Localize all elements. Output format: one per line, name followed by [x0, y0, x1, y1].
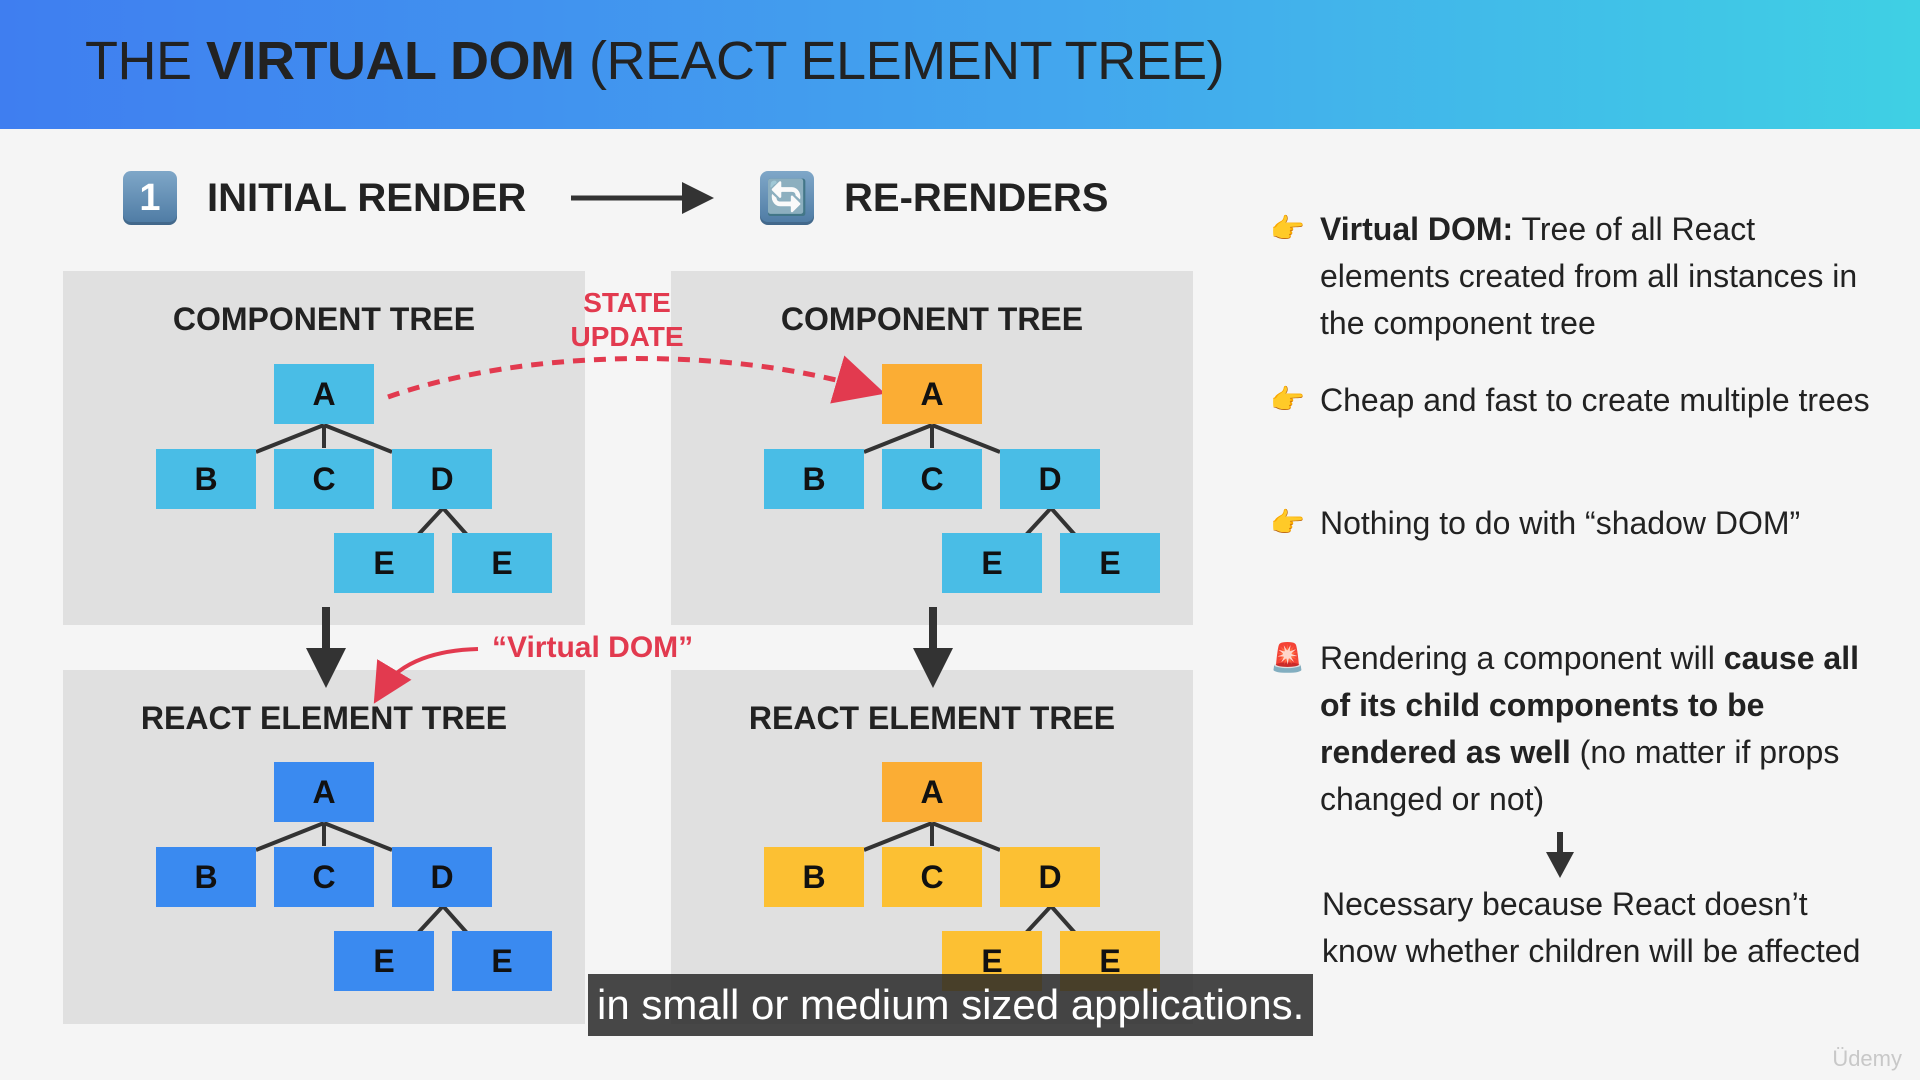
tree-edges-initial-component: [255, 423, 469, 537]
bullet-text: Cheap and fast to create multiple trees: [1320, 382, 1870, 418]
step-initial-render: 1 INITIAL RENDER: [123, 168, 526, 228]
tree-edges-initial-element: [255, 821, 469, 935]
state-update-label: STATE UPDATE: [562, 286, 692, 354]
node-b: B: [764, 449, 864, 509]
bullet-bold: Virtual DOM:: [1320, 211, 1514, 247]
bullet-pre: Rendering a component will: [1320, 640, 1724, 676]
step-initial-label: INITIAL RENDER: [207, 175, 527, 220]
node-d: D: [392, 449, 492, 509]
title-bold: VIRTUAL DOM: [206, 31, 575, 91]
panel-title: COMPONENT TREE: [780, 301, 1084, 337]
node-a: A: [274, 762, 374, 822]
arrow-right-icon: [571, 182, 714, 214]
title-prefix: THE: [85, 31, 207, 91]
node-d: D: [392, 847, 492, 907]
node-a: A: [274, 364, 374, 424]
node-c: C: [274, 449, 374, 509]
state-update-line2: UPDATE: [570, 321, 684, 352]
header-banner: THE VIRTUAL DOM (REACT ELEMENT TREE): [0, 0, 1920, 129]
bullet-cheap-fast: 👉 Cheap and fast to create multiple tree…: [1270, 377, 1880, 424]
refresh-arrows-icon: 🔄: [760, 171, 814, 225]
bullet-rendering-children: 🚨 Rendering a component will cause all o…: [1270, 635, 1880, 823]
node-d: D: [1000, 847, 1100, 907]
step-re-renders: 🔄 RE-RENDERS: [760, 168, 1108, 228]
bullet-text: Nothing to do with “shadow DOM”: [1320, 505, 1801, 541]
pointing-hand-icon: 👉: [1270, 213, 1305, 244]
bullet-bold: cause all of its child components to be …: [1320, 640, 1859, 770]
node-a: A: [882, 364, 982, 424]
node-e: E: [452, 931, 552, 991]
node-e: E: [1060, 533, 1160, 593]
node-b: B: [764, 847, 864, 907]
tree-edges-rerender-element: [863, 821, 1077, 935]
node-a: A: [882, 762, 982, 822]
node-e: E: [942, 533, 1042, 593]
step-rerender-label: RE-RENDERS: [844, 175, 1109, 220]
arrow-down-icon: [913, 607, 953, 688]
node-c: C: [882, 847, 982, 907]
node-c: C: [882, 449, 982, 509]
panel-title: REACT ELEMENT TREE: [748, 700, 1116, 736]
pointing-hand-icon: 👉: [1270, 384, 1305, 415]
video-caption: in small or medium sized applications.: [588, 974, 1314, 1036]
node-e: E: [452, 533, 552, 593]
arrow-down-icon: [1546, 832, 1574, 878]
pointing-hand-icon: 👉: [1270, 507, 1305, 538]
virtual-dom-label: “Virtual DOM”: [492, 631, 694, 664]
bullet-body: Tree of all React elements created from …: [1320, 211, 1858, 341]
panel-title: REACT ELEMENT TREE: [140, 700, 508, 736]
virtual-dom-pointer-arrow: [373, 647, 479, 704]
node-b: B: [156, 449, 256, 509]
page-title: THE VIRTUAL DOM (REACT ELEMENT TREE): [85, 30, 1225, 92]
node-e: E: [334, 931, 434, 991]
siren-icon: 🚨: [1270, 642, 1305, 673]
bullet-post: (no matter if props changed or not): [1320, 734, 1840, 817]
state-update-arrow: [387, 355, 886, 404]
bullet-shadow-dom: 👉 Nothing to do with “shadow DOM”: [1270, 500, 1880, 547]
state-update-line1: STATE: [583, 287, 671, 318]
node-e: E: [334, 533, 434, 593]
bullet-text: Virtual DOM: Tree of all React elements …: [1320, 206, 1880, 347]
keycap-one-icon: 1: [123, 171, 177, 225]
node-c: C: [274, 847, 374, 907]
conclusion-text: Necessary because React doesn’t know whe…: [1322, 886, 1861, 969]
bullet-text: Rendering a component will cause all of …: [1320, 635, 1880, 823]
node-b: B: [156, 847, 256, 907]
udemy-watermark: Üdemy: [1832, 1046, 1902, 1071]
title-suffix: (REACT ELEMENT TREE): [574, 31, 1225, 91]
tree-edges-rerender-component: [863, 423, 1077, 537]
panel-title: COMPONENT TREE: [172, 301, 476, 337]
node-d: D: [1000, 449, 1100, 509]
bullet-virtual-dom: 👉 Virtual DOM: Tree of all React element…: [1270, 206, 1880, 347]
arrow-down-icon: [306, 607, 346, 688]
